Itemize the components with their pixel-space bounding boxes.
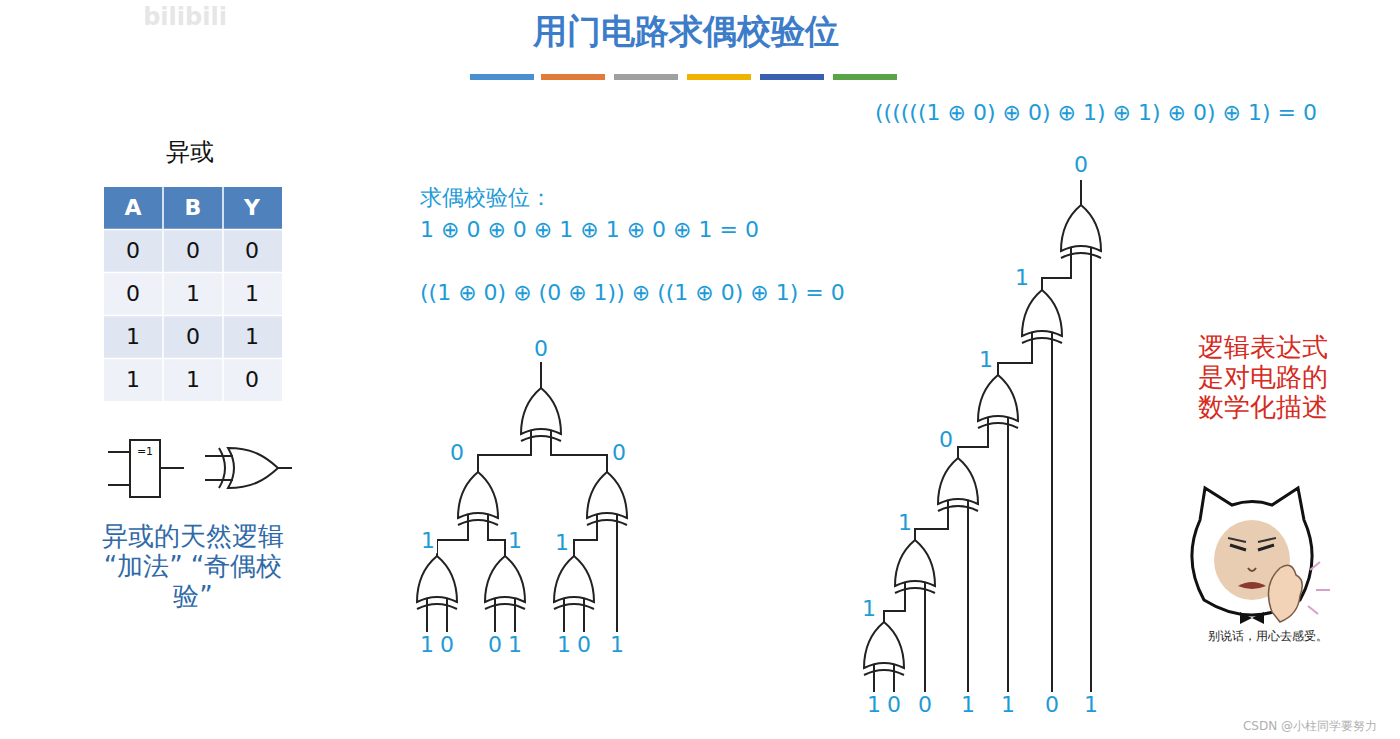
bit-value: 0	[1072, 152, 1090, 177]
bit-value: 1	[977, 347, 995, 372]
watermark: CSDN @小柱同学要努力	[1243, 720, 1377, 734]
xor-tree	[417, 362, 627, 632]
bit-value: 0	[916, 692, 934, 717]
bit-value: 1	[555, 632, 573, 657]
bit-value: 1	[608, 632, 626, 657]
bit-value: 0	[885, 692, 903, 717]
equation: ((((((1 ⊕ 0) ⊕ 0) ⊕ 1) ⊕ 1) ⊕ 0) ⊕ 1) = …	[875, 100, 1317, 125]
table-cell: 1	[245, 281, 259, 306]
table-header: B	[185, 195, 202, 220]
bit-value: 1	[506, 632, 524, 657]
watermark: bilibili	[143, 4, 227, 32]
table-caption: 异或	[166, 139, 214, 167]
table-cell: 0	[186, 238, 200, 263]
bit-value: 1	[1082, 692, 1100, 717]
note: 异或的天然逻辑 “加法” “奇偶校验”	[91, 522, 296, 612]
table-cell: 1	[245, 324, 259, 349]
equation: 1 ⊕ 0 ⊕ 0 ⊕ 1 ⊕ 1 ⊕ 0 ⊕ 1 = 0	[420, 217, 759, 242]
bit-value: 1	[999, 692, 1017, 717]
truth-table	[104, 187, 282, 401]
table-cell: 0	[126, 238, 140, 263]
symbol-mark: =1	[137, 446, 153, 459]
table-header: A	[124, 195, 141, 220]
bit-value: 1	[860, 596, 878, 621]
bit-value: 0	[610, 440, 628, 465]
bit-value: 1	[553, 530, 571, 555]
meme-face	[1182, 482, 1358, 652]
table-cell: 1	[186, 281, 200, 306]
bit-value: 1	[865, 692, 883, 717]
xor-chain	[864, 180, 1101, 692]
color-bar	[470, 74, 897, 80]
equation: ((1 ⊕ 0) ⊕ (0 ⊕ 1)) ⊕ ((1 ⊕ 0) ⊕ 1) = 0	[420, 280, 845, 305]
bit-value: 0	[1043, 692, 1061, 717]
meme-caption: 别说话，用心去感受。	[1208, 630, 1328, 644]
bit-value: 1	[959, 692, 977, 717]
xor-ansi-symbol	[205, 448, 292, 488]
table-header: Y	[244, 195, 260, 220]
xor-iec-symbol	[108, 440, 184, 497]
table-cell: 0	[245, 238, 259, 263]
bit-value: 1	[419, 528, 437, 553]
bit-value: 0	[448, 440, 466, 465]
bit-value: 0	[438, 632, 456, 657]
bit-value: 1	[1013, 265, 1031, 290]
table-cell: 1	[126, 367, 140, 392]
bit-value: 1	[896, 510, 914, 535]
table-cell: 1	[186, 367, 200, 392]
title: 用门电路求偶校验位	[533, 12, 839, 51]
bit-value: 0	[532, 336, 550, 361]
table-cell: 1	[126, 324, 140, 349]
bit-value: 0	[575, 632, 593, 657]
table-cell: 0	[245, 367, 259, 392]
table-cell: 0	[186, 324, 200, 349]
bit-value: 0	[937, 427, 955, 452]
bit-value: 0	[486, 632, 504, 657]
bit-value: 1	[506, 528, 524, 553]
remark: 逻辑表达式 是对电路的 数学化描述	[1188, 333, 1338, 423]
bit-value: 1	[418, 632, 436, 657]
heading: 求偶校验位：	[420, 185, 552, 210]
table-cell: 0	[126, 281, 140, 306]
